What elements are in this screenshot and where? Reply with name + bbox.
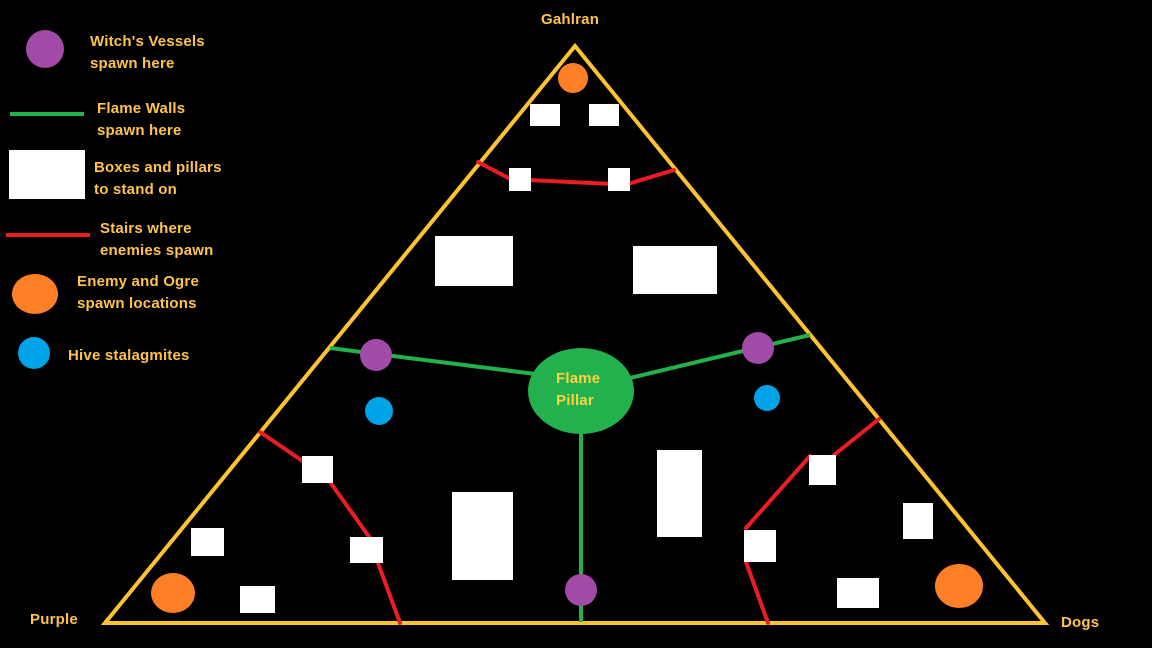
enemy-spawns <box>151 63 983 613</box>
legend-text-line: spawn here <box>90 55 175 72</box>
box <box>837 578 879 608</box>
stairs-top-mid <box>526 178 614 186</box>
box <box>608 168 630 191</box>
legend-witch-vessel-text: Witch's Vessels spawn here <box>90 31 205 75</box>
flame-pillar-label-line1: Flame <box>556 370 601 387</box>
corner-label-right: Dogs <box>1061 614 1100 631</box>
witch-vessel-spawn <box>742 332 774 364</box>
legend-enemy-spawn-icon <box>12 274 58 314</box>
legend-stalagmite-icon <box>18 337 50 369</box>
legend-text-line: Hive stalagmites <box>68 347 190 364</box>
box <box>350 537 383 563</box>
legend-text-line: spawn here <box>97 122 182 139</box>
legend-text-line: spawn locations <box>77 295 197 312</box>
box <box>435 236 513 286</box>
witch-vessel-spawn <box>360 339 392 371</box>
legend-text-line: Witch's Vessels <box>90 33 205 50</box>
flame-pillar-label-line2: Pillar <box>556 392 594 409</box>
box <box>240 586 275 613</box>
legend-stairs-text: Stairs where enemies spawn <box>100 218 213 262</box>
hive-stalagmite <box>365 397 393 425</box>
box <box>744 530 776 562</box>
box <box>530 104 560 126</box>
legend-text-line: enemies spawn <box>100 242 214 259</box>
stairs-right-upper <box>832 417 881 457</box>
stairs-lines <box>258 160 881 625</box>
legend-box-text: Boxes and pillars to stand on <box>94 157 222 201</box>
stairs-left-lower <box>376 561 402 625</box>
legend-text-line: Stairs where <box>100 220 192 237</box>
box <box>809 455 836 485</box>
box <box>589 104 619 126</box>
legend-text-line: to stand on <box>94 181 178 198</box>
arena-outline <box>100 42 1050 625</box>
stairs-left-mid <box>328 480 372 540</box>
flame-pillar <box>528 348 634 434</box>
legend-box-icon <box>9 150 85 199</box>
enemy-spawn <box>151 573 195 613</box>
legend-stalagmite-text: Hive stalagmites <box>68 345 190 367</box>
stalagmites <box>365 385 780 425</box>
pillar <box>452 492 513 580</box>
box <box>302 456 333 483</box>
legend-witch-vessel-icon <box>26 30 64 68</box>
corner-label-top: Gahlran <box>541 11 600 28</box>
witch-vessel-spawn <box>565 574 597 606</box>
stairs-right-lower <box>744 560 770 625</box>
legend-flame-wall-text: Flame Walls spawn here <box>97 98 185 142</box>
hive-stalagmite <box>754 385 780 411</box>
corner-label-left: Purple <box>30 611 78 628</box>
legend-enemy-spawn-text: Enemy and Ogre spawn locations <box>77 271 199 315</box>
legend-text-line: Boxes and pillars <box>94 159 222 176</box>
boxes <box>191 104 933 613</box>
stairs-left-upper <box>258 430 306 464</box>
enemy-spawn <box>558 63 588 93</box>
box <box>903 503 933 539</box>
pillar <box>657 450 702 537</box>
flame-wall-right <box>629 333 811 380</box>
enemy-spawn <box>935 564 983 608</box>
stairs-right-mid <box>744 454 812 530</box>
box <box>191 528 224 556</box>
legend-text-line: Flame Walls <box>97 100 186 117</box>
legend-text-line: Enemy and Ogre <box>77 273 200 290</box>
box <box>509 168 531 191</box>
legend-symbols <box>6 30 90 369</box>
flame-pillar-label: Flame Pillar <box>556 368 600 412</box>
stairs-top-right <box>626 168 676 186</box>
witch-vessels <box>360 332 774 606</box>
box <box>633 246 717 294</box>
